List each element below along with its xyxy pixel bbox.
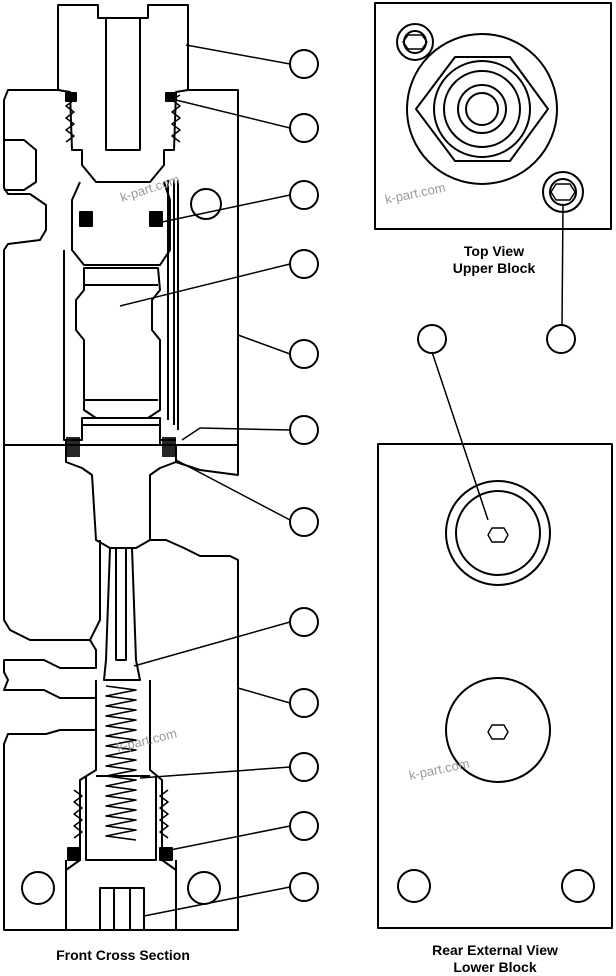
watermark-1: k-part.com [118,172,181,205]
capsule [75,267,161,419]
spring [105,685,137,841]
rear-view-caption: Rear External View Lower Block [410,942,580,976]
leader-lines [119,44,564,917]
top-view-caption-line1: Top View [463,243,525,259]
callout-1 [289,49,319,79]
callout-10 [289,752,319,782]
callout-circles [289,49,576,902]
rear-view-lower-block [377,443,613,929]
watermark-2: k-part.com [384,179,447,206]
front-cross-section [3,4,239,931]
front-cross-section-caption: Front Cross Section [56,947,190,963]
lower-block [3,445,239,931]
callout-6 [289,415,319,445]
callout-14 [546,324,576,354]
callout-9 [289,688,319,718]
callout-12 [289,872,319,902]
callout-7 [289,507,319,537]
callout-2 [289,113,319,143]
callout-11 [289,811,319,841]
watermark-4: k-part.com [408,755,471,782]
callout-3 [289,180,319,210]
top-view-caption-line2: Upper Block [452,260,536,276]
watermark-3: k-part.com [115,726,178,755]
callout-8 [289,607,319,637]
bottom-cap [65,775,177,930]
callout-4 [289,249,319,279]
rear-view-caption-line1: Rear External View [432,942,558,958]
rear-view-caption-line2: Lower Block [453,959,537,975]
callout-5 [289,339,319,369]
top-view-caption: Top View Upper Block [440,243,548,277]
callout-13 [417,324,447,354]
